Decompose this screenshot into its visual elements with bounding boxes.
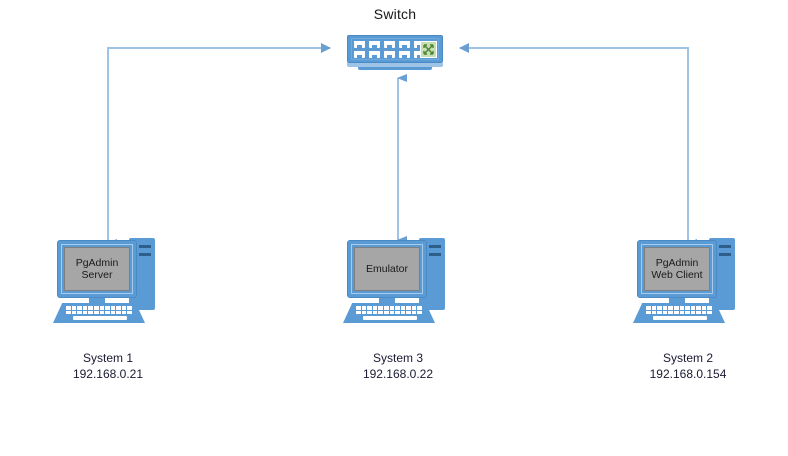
node-ip: 192.168.0.154 (649, 367, 727, 381)
node-caption: System 2 192.168.0.154 (608, 334, 768, 398)
tower-slot (429, 253, 441, 256)
connection-switch-system1 (107, 43, 331, 247)
desktop-computer-icon: PgAdmin Server (53, 236, 163, 326)
monitor-bezel (61, 244, 133, 294)
keyboard-keys (66, 306, 132, 314)
monitor-screen-label: PgAdmin Server (64, 247, 130, 291)
node-ip: 192.168.0.21 (72, 367, 144, 381)
node-system-2[interactable]: PgAdmin Web Client System 2 192.168.0.15… (608, 236, 768, 398)
switch-base (347, 63, 443, 67)
keyboard-keys (646, 306, 712, 314)
switch-port-grid (354, 41, 427, 60)
switch-foot (358, 67, 432, 70)
connection-switch-system2 (459, 43, 697, 247)
switch-port (414, 51, 425, 58)
monitor-screen-label: Emulator (354, 247, 420, 291)
node-name: System 3 (372, 351, 423, 365)
switch-port (384, 51, 395, 58)
desktop-computer-icon: PgAdmin Web Client (633, 236, 743, 326)
switch-label: Switch (373, 6, 417, 22)
node-system-3[interactable]: Emulator System 3 192.168.0.22 (318, 236, 478, 398)
monitor-screen-label: PgAdmin Web Client (644, 247, 710, 291)
computer-keyboard (633, 303, 725, 323)
switch-port (399, 51, 410, 58)
monitor-bezel (351, 244, 423, 294)
computer-keyboard (343, 303, 435, 323)
node-system-1[interactable]: PgAdmin Server System 1 192.168.0.21 (28, 236, 188, 398)
network-switch-icon[interactable] (340, 30, 450, 76)
switch-port (399, 41, 410, 48)
monitor-bezel (641, 244, 713, 294)
switch-chassis (347, 35, 443, 63)
node-caption: System 3 192.168.0.22 (318, 334, 478, 398)
switch-port (414, 41, 425, 48)
keyboard-keys (356, 306, 422, 314)
switch-port (354, 51, 365, 58)
crossing-arrows-icon (420, 41, 437, 58)
computer-monitor: PgAdmin Web Client (637, 240, 717, 298)
tower-slot (429, 245, 441, 248)
tower-slot (719, 245, 731, 248)
switch-port (369, 41, 380, 48)
switch-port (354, 41, 365, 48)
tower-slot (139, 245, 151, 248)
monitor-stand (379, 298, 395, 304)
tower-slot (139, 253, 151, 256)
computer-monitor: Emulator (347, 240, 427, 298)
desktop-computer-icon: Emulator (343, 236, 453, 326)
monitor-stand (669, 298, 685, 304)
node-name: System 1 (82, 351, 133, 365)
node-ip: 192.168.0.22 (362, 367, 434, 381)
switch-bezel (351, 38, 439, 60)
keyboard-spacebar (73, 316, 127, 320)
computer-monitor: PgAdmin Server (57, 240, 137, 298)
node-caption: System 1 192.168.0.21 (28, 334, 188, 398)
switch-port (384, 41, 395, 48)
monitor-stand (89, 298, 105, 304)
node-name: System 2 (662, 351, 713, 365)
keyboard-spacebar (363, 316, 417, 320)
switch-port (369, 51, 380, 58)
computer-keyboard (53, 303, 145, 323)
keyboard-spacebar (653, 316, 707, 320)
tower-slot (719, 253, 731, 256)
